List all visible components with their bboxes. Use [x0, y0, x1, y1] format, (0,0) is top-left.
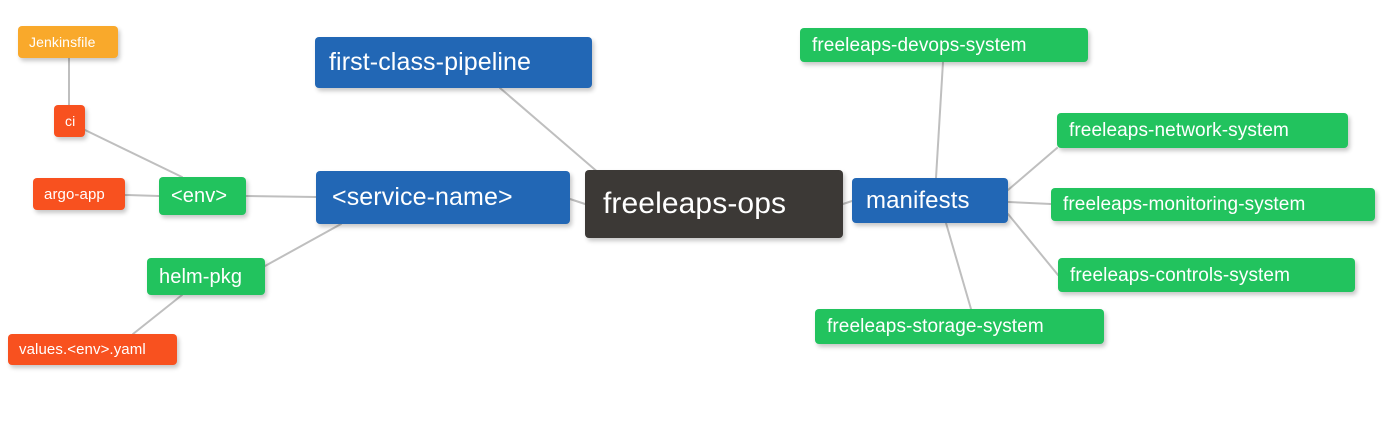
edge-freeleaps-ops-to-manifests	[842, 200, 853, 205]
node-label-freeleaps-network-system: freeleaps-network-system	[1069, 120, 1289, 141]
node-service-name[interactable]: <service-name>	[316, 171, 570, 224]
node-freeleaps-devops-system[interactable]: freeleaps-devops-system	[800, 28, 1088, 62]
edge-manifests-to-freeleaps-devops-system	[935, 61, 944, 179]
edge-env-to-argo-app	[124, 194, 160, 197]
node-freeleaps-network-system[interactable]: freeleaps-network-system	[1057, 113, 1348, 148]
edge-service-name-to-env	[245, 195, 317, 198]
node-label-helm-pkg: helm-pkg	[159, 265, 243, 288]
node-values-yaml[interactable]: values.<env>.yaml	[8, 334, 177, 365]
node-label-freeleaps-devops-system: freeleaps-devops-system	[812, 34, 1027, 56]
node-freeleaps-monitoring-system[interactable]: freeleaps-monitoring-system	[1051, 188, 1375, 221]
edge-helm-pkg-to-values-yaml	[132, 294, 183, 335]
edge-env-to-ci	[84, 129, 183, 178]
node-label-freeleaps-monitoring-system: freeleaps-monitoring-system	[1063, 194, 1306, 215]
node-label-freeleaps-controls-system: freeleaps-controls-system	[1070, 264, 1291, 286]
node-label-freeleaps-ops: freeleaps-ops	[603, 187, 787, 220]
node-freeleaps-storage-system[interactable]: freeleaps-storage-system	[815, 309, 1104, 344]
edge-manifests-to-freeleaps-network-system	[1007, 147, 1058, 191]
node-freeleaps-controls-system[interactable]: freeleaps-controls-system	[1058, 258, 1355, 292]
node-label-jenkinsfile: Jenkinsfile	[29, 34, 96, 50]
node-argo-app[interactable]: argo-app	[33, 178, 125, 210]
node-label-argo-app: argo-app	[44, 185, 105, 203]
edge-freeleaps-ops-to-service-name	[569, 198, 586, 205]
node-label-ci: ci	[65, 113, 76, 129]
node-ci[interactable]: ci	[54, 105, 85, 137]
edge-manifests-to-freeleaps-monitoring-system	[1007, 201, 1052, 205]
node-manifests[interactable]: manifests	[852, 178, 1008, 223]
node-freeleaps-ops[interactable]: freeleaps-ops	[585, 170, 843, 238]
node-label-freeleaps-storage-system: freeleaps-storage-system	[827, 316, 1044, 337]
edge-freeleaps-ops-to-first-class-pipeline	[499, 87, 601, 175]
node-jenkinsfile[interactable]: Jenkinsfile	[18, 26, 118, 58]
node-first-class-pipeline[interactable]: first-class-pipeline	[315, 37, 592, 88]
node-label-service-name: <service-name>	[332, 183, 513, 211]
node-label-env: <env>	[171, 185, 228, 207]
edge-manifests-to-freeleaps-storage-system	[945, 222, 972, 310]
edge-service-name-to-helm-pkg	[264, 223, 342, 267]
node-env[interactable]: <env>	[159, 177, 246, 215]
node-helm-pkg[interactable]: helm-pkg	[147, 258, 265, 295]
node-label-values-yaml: values.<env>.yaml	[19, 341, 146, 358]
edge-manifests-to-freeleaps-controls-system	[1007, 213, 1059, 276]
node-label-first-class-pipeline: first-class-pipeline	[329, 48, 532, 76]
node-label-manifests: manifests	[866, 186, 970, 214]
